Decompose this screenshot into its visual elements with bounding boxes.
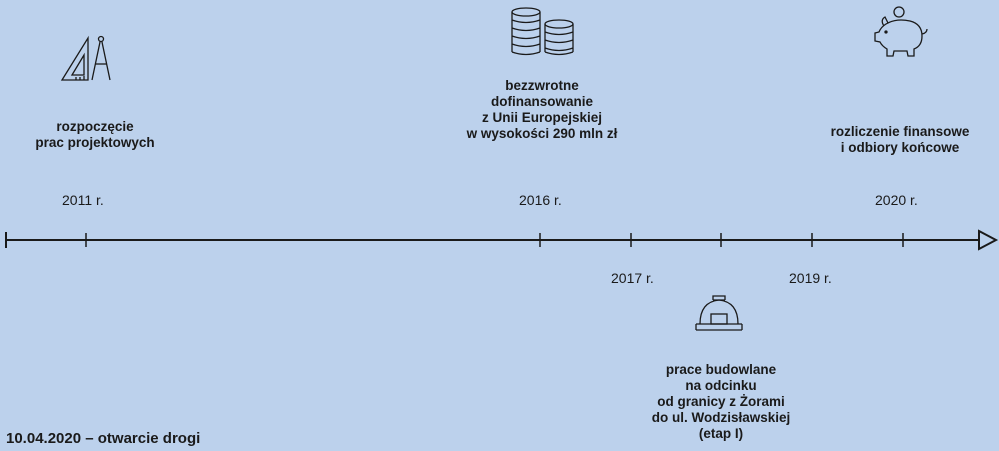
hard-hat-icon (695, 295, 743, 331)
event-line: z Unii Europejskiej (481, 110, 603, 125)
event-line: prace budowlane (665, 362, 777, 377)
road-opening-note: 10.04.2020 – otwarcie drogi (6, 430, 201, 447)
event-construction: prace budowlane na odcinku od granicy z … (616, 362, 826, 442)
year-label-2016: 2016 r. (519, 192, 562, 208)
year-label-2017: 2017 r. (611, 270, 654, 286)
event-line: rozpoczęcie (56, 119, 134, 134)
drafting-tools-icon (60, 35, 111, 81)
event-line: rozliczenie finansowe (830, 124, 970, 139)
event-line: bezzwrotne (505, 78, 579, 93)
piggy-bank-icon (874, 6, 928, 57)
event-line: i odbiory końcowe (840, 140, 960, 155)
year-label-2019: 2019 r. (789, 270, 832, 286)
event-line: (etap I) (698, 426, 744, 441)
event-line: na odcinku (685, 378, 757, 393)
timeline-arrow (978, 229, 999, 251)
event-eu-funding: bezzwrotne dofinansowanie z Unii Europej… (434, 78, 650, 142)
event-line: dofinansowanie (490, 94, 593, 109)
event-line: w wysokości 290 mln zł (466, 126, 618, 141)
event-line: prac projektowych (35, 135, 155, 150)
event-line: do ul. Wodzisławskiej (651, 410, 791, 425)
year-label-2020: 2020 r. (875, 192, 918, 208)
event-line: od granicy z Żorami (657, 394, 785, 409)
event-final-settlement: rozliczenie finansowe i odbiory końcowe (802, 124, 998, 156)
coin-stacks-icon (511, 7, 574, 56)
year-label-2011: 2011 r. (62, 192, 104, 208)
event-project-start: rozpoczęcie prac projektowych (10, 119, 180, 151)
